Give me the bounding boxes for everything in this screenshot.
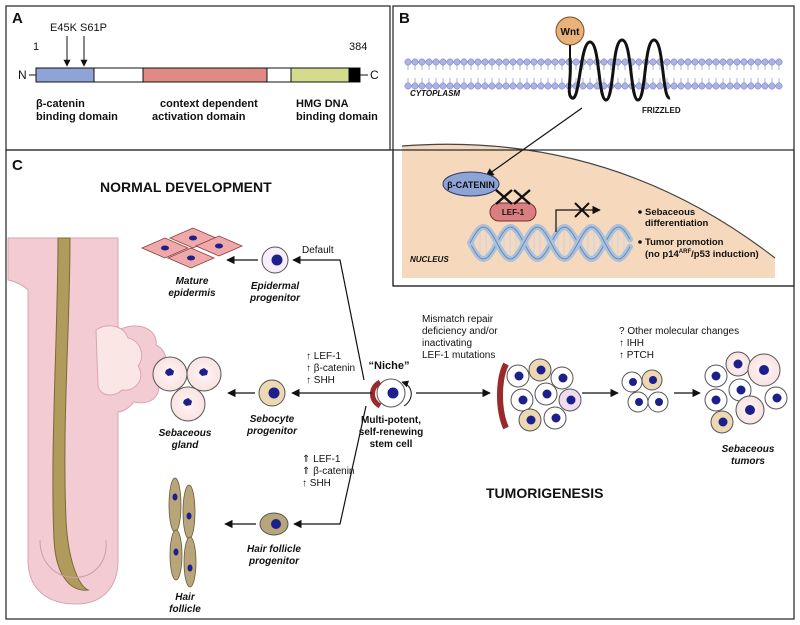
mismatch-line-2: deficiency and/or xyxy=(422,326,498,337)
beta-catenin-protein xyxy=(442,171,500,197)
normal-development-title: NORMAL DEVELOPMENT xyxy=(100,179,272,195)
panel-a-label: A xyxy=(12,10,23,27)
epidermal-progenitor-line2: progenitor xyxy=(249,293,301,304)
stem-cell-line2: self-renewing xyxy=(359,427,423,438)
domain-beta-catenin-binding xyxy=(35,67,95,83)
domain-3-label-line2: binding domain xyxy=(296,111,378,123)
hair-signal-2: ⇑ β-catenin xyxy=(302,466,355,477)
domain-1-label-line1: β-catenin xyxy=(36,98,85,110)
other-change-1: ? Other molecular changes xyxy=(619,326,739,337)
mismatch-line-4: LEF-1 mutations xyxy=(422,350,495,361)
outcome-2-bullet xyxy=(638,240,642,244)
sebocyte-progenitor-nucleus xyxy=(268,387,280,399)
tumorigenesis-title: TUMORIGENESIS xyxy=(486,485,603,501)
panel-a: A 1 384 E45K S61P N C β-catenin binding … xyxy=(5,5,391,151)
cytoplasm-label: CYTOPLASM xyxy=(410,89,460,98)
hair-follicle-line1: Hair xyxy=(175,592,196,603)
sebaceous-lobules xyxy=(95,325,143,396)
panel-b-label: B xyxy=(399,10,410,27)
lef1-protein xyxy=(489,202,537,222)
seb-signal-1: ↑ LEF-1 xyxy=(306,351,341,362)
c-terminus: C xyxy=(370,68,379,82)
dna-helix xyxy=(467,223,633,263)
stem-cell-line1: Multi-potent, xyxy=(361,415,421,426)
hair-shaft xyxy=(52,237,90,591)
sebocyte-progenitor-line2: progenitor xyxy=(246,426,298,437)
n-terminus: N xyxy=(18,68,27,82)
sebaceous-gland-cells xyxy=(152,356,222,422)
hair-progenitor-line2: progenitor xyxy=(248,556,300,567)
tumors-line2: tumors xyxy=(731,456,765,467)
hair-progenitor-line1: Hair follicle xyxy=(247,544,301,555)
sebocyte-progenitor-line1: Sebocyte xyxy=(250,414,295,425)
transcription-block-icon xyxy=(574,202,590,218)
other-change-3: ↑ PTCH xyxy=(619,350,654,361)
signal-arrow xyxy=(485,107,583,177)
tumors-line1: Sebaceous xyxy=(722,444,775,455)
transcription-arrow xyxy=(555,205,601,232)
other-change-2: ↑ IHH xyxy=(619,338,644,349)
default-label: Default xyxy=(302,245,334,256)
hair-follicle-line2: follicle xyxy=(169,604,201,615)
early-tumor-cluster xyxy=(497,358,582,432)
mature-epidermis-line1: Mature xyxy=(176,276,209,287)
domain-hmg xyxy=(290,67,350,83)
domain-3-label-line1: HMG DNA xyxy=(296,98,349,110)
nuclear-envelope xyxy=(401,143,776,259)
beta-catenin-label: β-CATENIN xyxy=(447,180,495,190)
domain-2-label-line1: context dependent xyxy=(160,98,258,110)
niche-support xyxy=(370,379,382,409)
seb-signal-2: ↑ β-catenin xyxy=(306,363,355,374)
hair-signal-3: ↑ SHH xyxy=(302,478,331,489)
intermediate-tumor-cluster xyxy=(621,369,669,413)
skin-tissue xyxy=(7,237,168,605)
frizzled-label: FRIZZLED xyxy=(642,106,681,115)
stem-cell-line3: stem cell xyxy=(370,439,413,450)
default-lineage-arrow xyxy=(292,255,365,381)
position-start: 1 xyxy=(33,41,39,53)
sebaceous-gland-line1: Sebaceous xyxy=(159,428,212,439)
hair-follicle-illustration xyxy=(7,237,168,605)
panel-c-border xyxy=(5,149,795,620)
hair-progenitor-nucleus xyxy=(271,519,281,529)
epidermal-progenitor-nucleus xyxy=(271,254,283,266)
hair-lineage-arrow xyxy=(293,405,367,529)
outcome-2-line2: (no p14ARF/p53 induction) xyxy=(645,249,759,260)
position-end: 384 xyxy=(349,41,367,53)
wnt-label: Wnt xyxy=(561,27,581,38)
nucleus-label: NUCLEUS xyxy=(410,255,449,264)
panel-c: C NORMAL DEVELOPMENT TUMORIGENESIS Matur… xyxy=(5,149,795,620)
mutation-s61p: S61P xyxy=(80,22,107,34)
sebaceous-gland-line2: gland xyxy=(171,440,200,451)
niche-label: “Niche” xyxy=(369,360,410,372)
mutation-e45k: E45K xyxy=(50,22,78,34)
sebaceous-tumor-cluster xyxy=(704,351,788,434)
mature-epidermis-cells xyxy=(140,227,244,269)
mismatch-line-1: Mismatch repair xyxy=(422,314,494,325)
lef1-binding-block-icon xyxy=(495,189,531,205)
outcome-2-line1: Tumor promotion xyxy=(645,237,724,248)
self-renewal-arrow xyxy=(401,380,412,407)
lef1-label: LEF-1 xyxy=(502,208,525,217)
panel-c-label: C xyxy=(12,157,23,174)
hair-signal-1: ⇑ LEF-1 xyxy=(302,454,341,465)
mismatch-line-3: inactivating xyxy=(422,338,472,349)
domain-activation xyxy=(142,67,268,83)
stem-cell-nucleus xyxy=(387,387,399,399)
domain-2-label-line2: activation domain xyxy=(152,111,246,123)
outcome-1-line1: Sebaceous xyxy=(645,207,695,218)
domain-tail xyxy=(349,68,360,82)
domain-1-label-line2: binding domain xyxy=(36,111,118,123)
outcome-1-bullet xyxy=(638,210,642,214)
mature-epidermis-line2: epidermis xyxy=(168,288,216,299)
seb-signal-3: ↑ SHH xyxy=(306,375,335,386)
epidermal-progenitor-line1: Epidermal xyxy=(251,281,300,292)
hair-follicle-cells xyxy=(168,477,197,588)
frizzled-receptor xyxy=(567,38,672,102)
outcome-1-line2: differentiation xyxy=(645,218,709,229)
hair-bulb xyxy=(39,539,107,578)
